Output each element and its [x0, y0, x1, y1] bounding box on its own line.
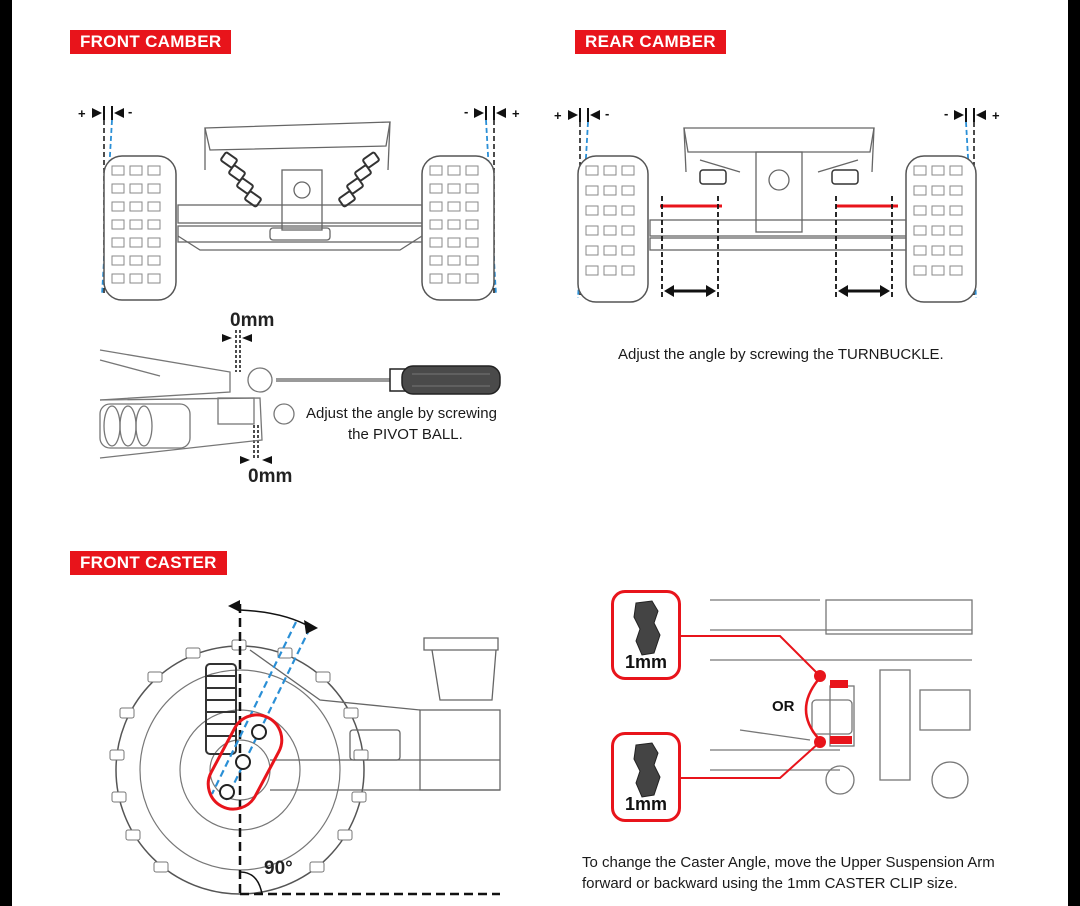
right-border — [1068, 0, 1080, 906]
left-border — [0, 0, 12, 906]
caster-clip-bottom-label: 1mm — [624, 794, 668, 814]
caster-clip-bottom-box: 1mm — [611, 732, 681, 822]
front-camber-top-offset: 0mm — [230, 310, 275, 331]
front-right-minus-sign: - — [464, 104, 469, 119]
caster-angle-label: 90° — [264, 858, 293, 879]
rear-right-plus-sign: + — [992, 108, 1000, 123]
front-camber-diagram — [92, 106, 506, 464]
rear-right-minus-sign: - — [944, 106, 949, 121]
front-caster-caption-line2: forward or backward using the 1mm CASTER… — [582, 875, 958, 892]
caster-clip-top-icon — [633, 600, 661, 656]
front-camber-title: FRONT CAMBER — [70, 30, 232, 54]
rear-camber-diagram — [568, 108, 986, 303]
front-camber-bottom-offset: 0mm — [248, 466, 293, 487]
caster-or-label: OR — [770, 698, 797, 715]
rear-left-plus-sign: + — [554, 108, 562, 123]
caster-clip-top-label: 1mm — [624, 652, 668, 672]
caster-clip-top-box: 1mm — [611, 590, 681, 680]
caster-clip-bottom-icon — [633, 742, 661, 798]
rear-left-minus-sign: - — [605, 106, 610, 121]
front-camber-caption-line1: Adjust the angle by screwing — [306, 405, 497, 422]
rear-camber-title: REAR CAMBER — [575, 30, 726, 54]
front-right-plus-sign: + — [512, 106, 520, 121]
front-left-plus-sign: + — [78, 106, 86, 121]
front-caster-caption-line1: To change the Caster Angle, move the Upp… — [582, 854, 995, 871]
front-camber-caption-line2: the PIVOT BALL. — [348, 426, 463, 443]
front-caster-title: FRONT CASTER — [70, 551, 227, 575]
rear-camber-caption: Adjust the angle by screwing the TURNBUC… — [618, 346, 944, 363]
front-left-minus-sign: - — [128, 104, 133, 119]
